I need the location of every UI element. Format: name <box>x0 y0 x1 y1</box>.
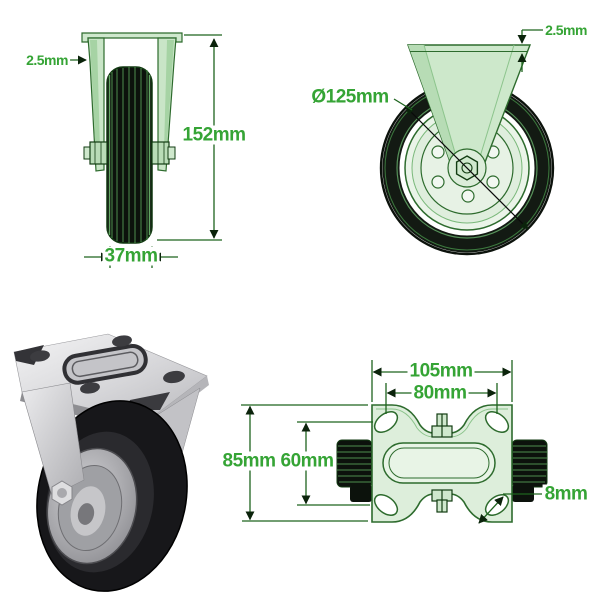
dim-side-plate-thickness: 2.5mm <box>24 52 70 68</box>
dim-plate-length: 85mm <box>220 450 278 472</box>
kingpin-bottom <box>431 489 453 513</box>
dim-bolt-spacing-width: 80mm <box>411 382 469 404</box>
side-view-drawing <box>66 32 222 268</box>
axle-bolt <box>83 141 176 165</box>
wheel-treads <box>336 439 548 502</box>
castor-photo-render <box>13 333 209 592</box>
render-fork-front-leg <box>21 382 85 497</box>
dim-side-overall-height: 152mm <box>180 124 248 146</box>
diameter-line <box>405 106 529 230</box>
render-axle-bolt <box>51 480 73 506</box>
dim-front-wheel-diameter: Ø125mm <box>309 86 391 108</box>
side-view-castor <box>81 32 183 244</box>
front-view-dimensions <box>393 29 543 111</box>
dim-bolt-hole-diameter: 8mm <box>542 483 590 505</box>
plate-top-view-drawing <box>241 360 548 524</box>
mount-plate-outline <box>371 404 513 523</box>
dim-front-plate-thickness: 2.5mm <box>543 22 589 38</box>
kingpin-top <box>431 413 453 438</box>
dim-side-wheel-width: 37mm <box>102 245 160 267</box>
dim-plate-width: 105mm <box>407 360 475 382</box>
dim-bolt-spacing-length: 60mm <box>278 450 336 472</box>
front-view-drawing <box>379 29 555 256</box>
